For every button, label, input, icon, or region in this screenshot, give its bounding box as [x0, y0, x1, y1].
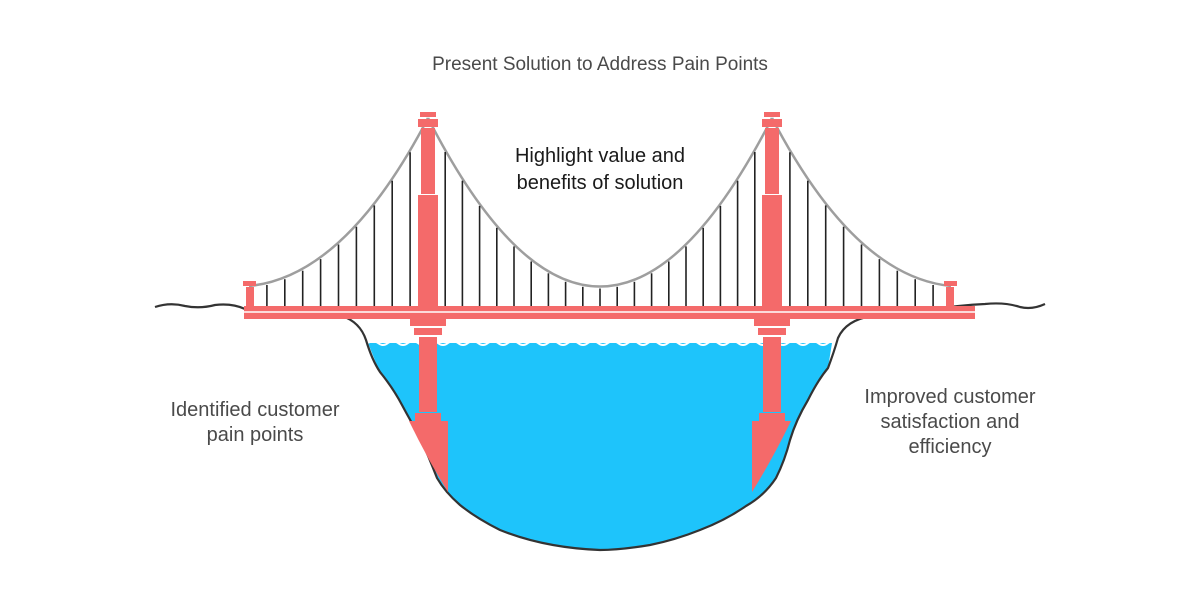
middle-label-line2: benefits of solution [516, 172, 684, 194]
water-basin [368, 343, 832, 550]
left-label: Identified customer pain points [120, 398, 390, 448]
bridge-deck [244, 306, 975, 319]
tower-right [752, 112, 791, 492]
cable-right-span [770, 117, 952, 288]
right-label-line3: efficiency [908, 436, 992, 458]
hangers [266, 152, 934, 306]
tower-left [409, 112, 448, 492]
right-label-line1: Improved customer [864, 386, 1036, 408]
end-post-right [944, 281, 957, 307]
left-label-line2: pain points [206, 424, 304, 446]
left-label-line1: Identified customer [170, 399, 340, 421]
water-surface [367, 340, 839, 346]
right-label-line2: satisfaction and [880, 411, 1020, 433]
right-label: Improved customer satisfaction and effic… [815, 385, 1085, 460]
middle-label: Highlight value and benefits of solution [450, 143, 750, 197]
middle-label-line1: Highlight value and [514, 145, 686, 167]
cable-left-span [248, 117, 430, 288]
end-post-left [243, 281, 256, 307]
diagram-title: Present Solution to Address Pain Points [432, 54, 768, 75]
cable-main-span [426, 117, 774, 288]
